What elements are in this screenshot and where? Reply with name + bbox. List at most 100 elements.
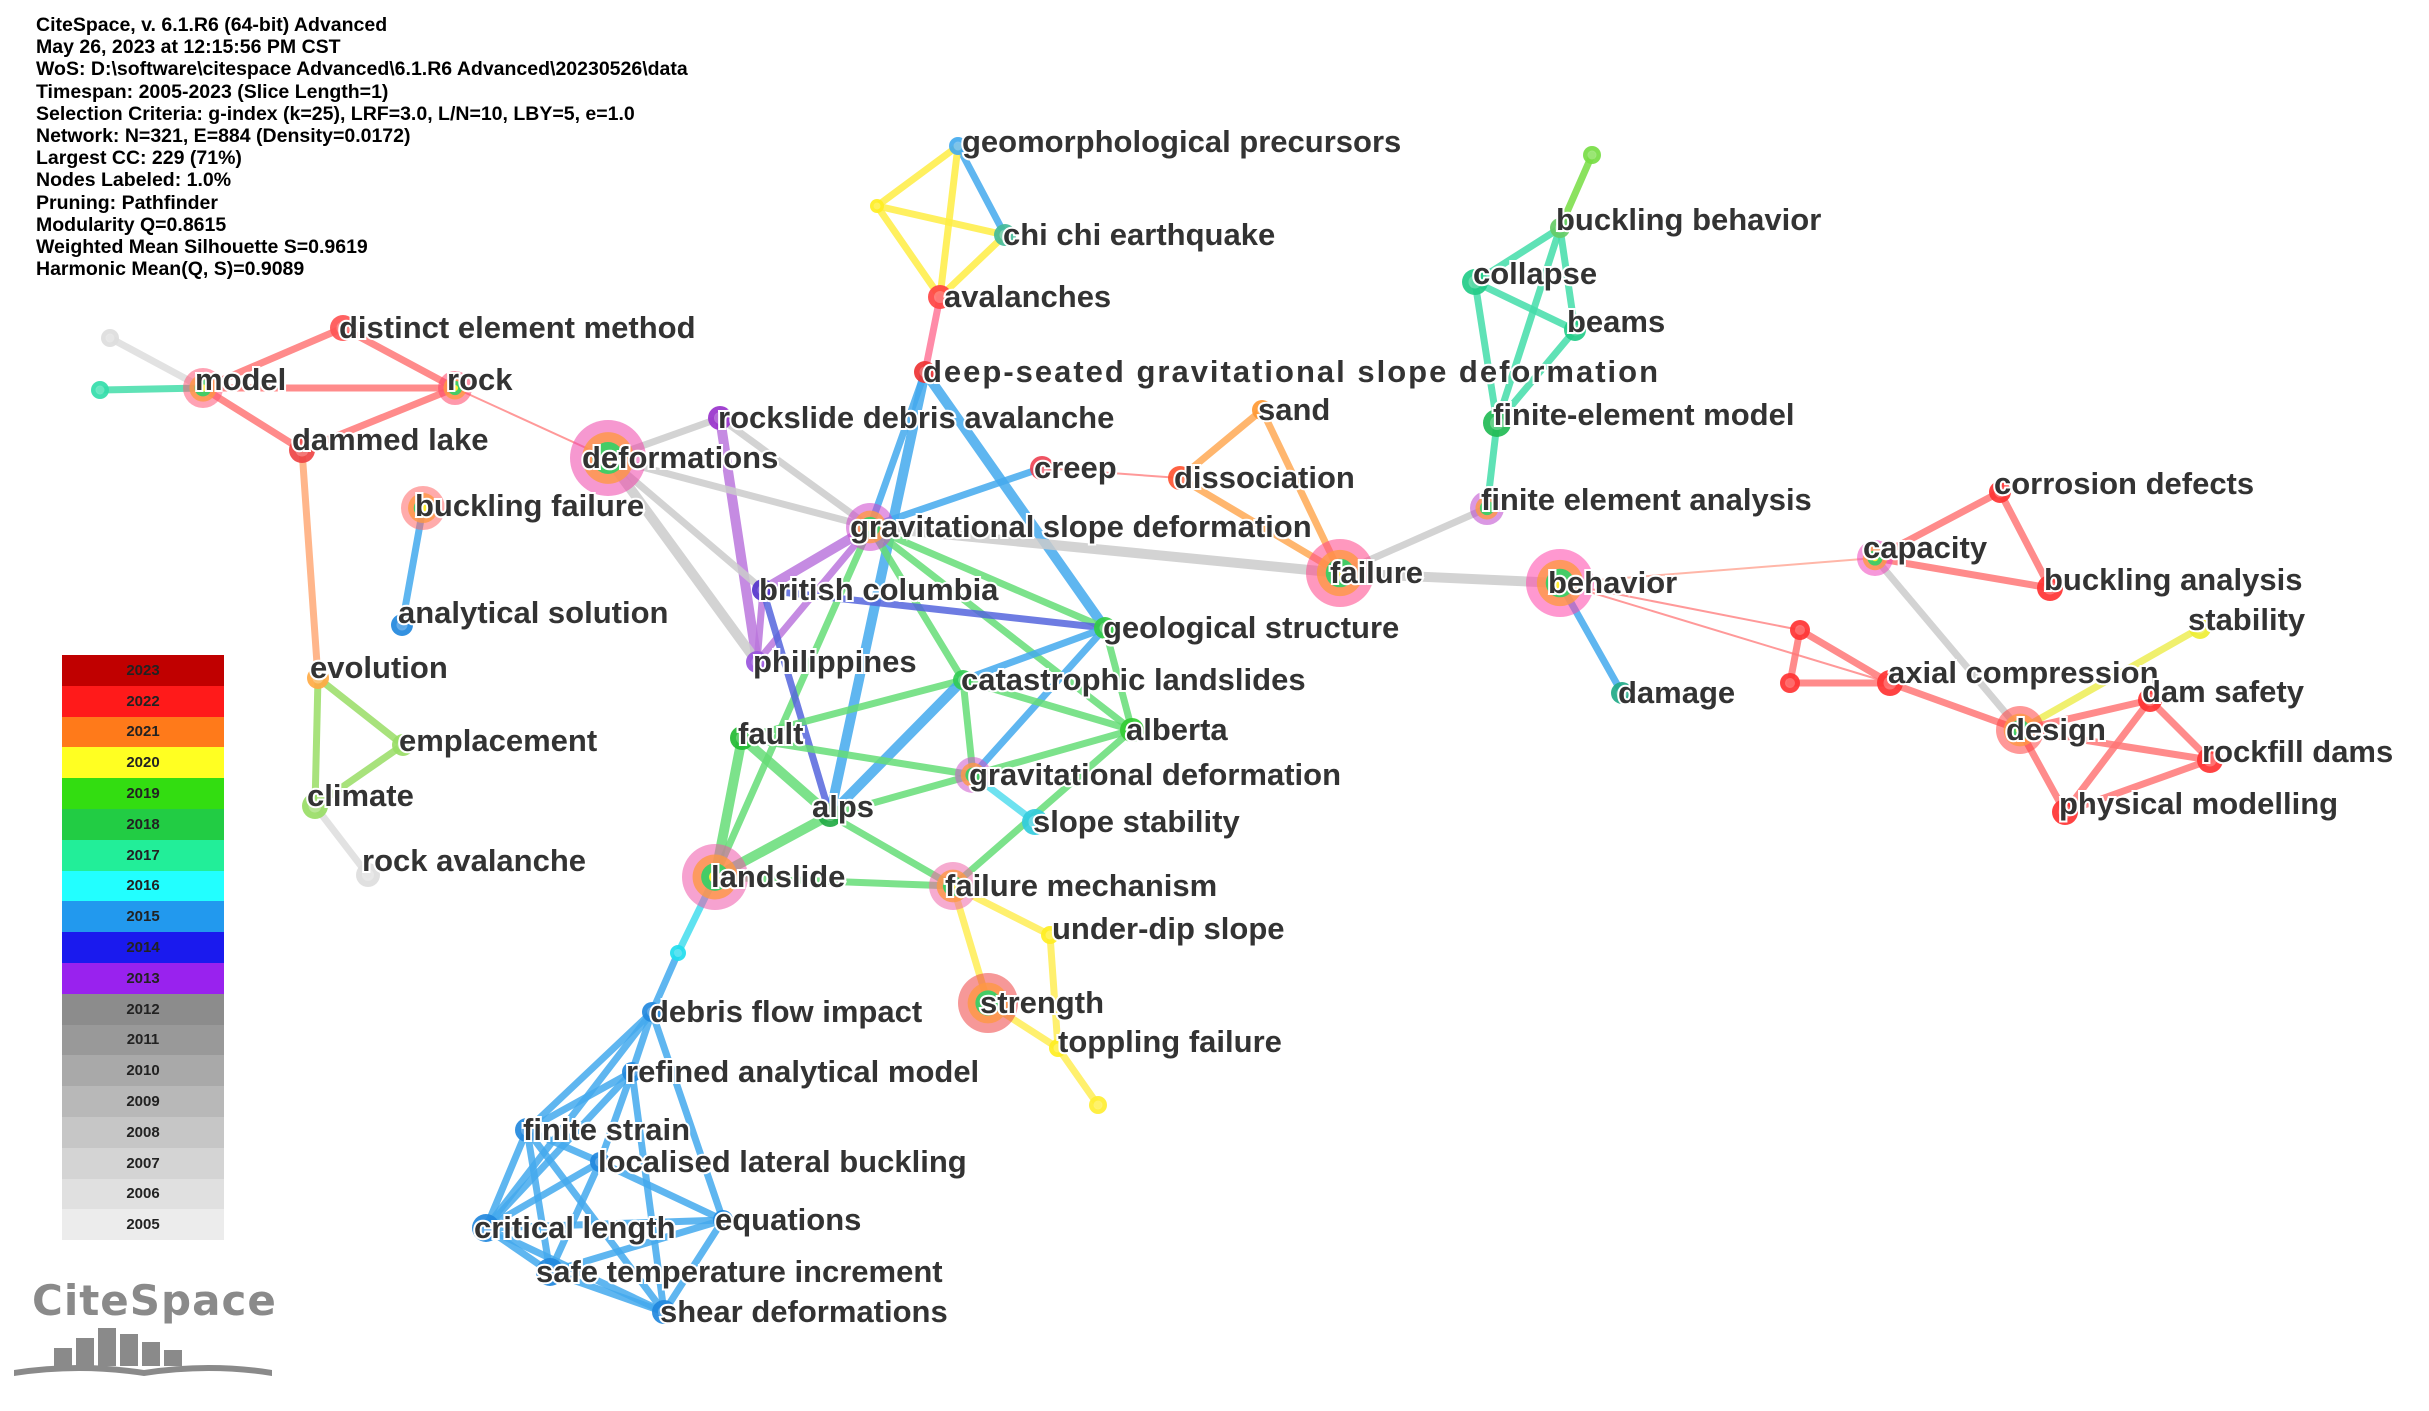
legend-year-2017: 2017: [62, 839, 224, 871]
node-label: analytical solution: [398, 595, 668, 630]
citespace-logo: CiteSpace: [14, 1272, 277, 1392]
network-node: [958, 973, 1018, 1033]
legend-year-2014: 2014: [62, 932, 224, 963]
node-label: finite-element model: [1493, 397, 1794, 432]
network-edge: [759, 586, 834, 819]
network-edge: [603, 453, 762, 667]
network-edge: [1556, 151, 1596, 232]
network-node: [590, 1152, 610, 1172]
info-line: CiteSpace, v. 6.1.R6 (64-bit) Advanced: [36, 14, 388, 36]
network-edge: [1471, 278, 1501, 427]
network-edge: [954, 142, 1009, 239]
network-edge: [969, 726, 1136, 779]
legend-year-2023: 2023: [62, 655, 224, 686]
node-label: rock avalanche: [362, 843, 586, 878]
network-edge: [873, 142, 962, 210]
node-label: shear deformations: [660, 1294, 948, 1329]
network-edge: [1559, 557, 1876, 584]
logo-graphic: [14, 1328, 272, 1376]
network-node: [1996, 706, 2044, 754]
node-label: chi chi earthquake: [1003, 217, 1275, 252]
network-edge: [1871, 554, 2024, 734]
network-edge: [482, 1216, 727, 1232]
network-node: [2197, 747, 2223, 773]
network-node: [515, 1118, 539, 1142]
node-label: corrosion defects: [1994, 466, 2254, 501]
nodes-layer: [91, 137, 2223, 1324]
node-label: buckling failure: [415, 488, 644, 523]
node-label: sand: [1258, 392, 1330, 427]
node-label: alberta: [1126, 712, 1228, 747]
node-label: rockfill dams: [2202, 734, 2393, 769]
network-edge: [298, 384, 459, 454]
network-edge: [949, 726, 1136, 890]
info-line: Weighted Mean Silhouette S=0.9619: [36, 236, 368, 259]
legend-year-2007: 2007: [62, 1147, 224, 1179]
network-edge: [825, 675, 968, 820]
network-edge: [482, 1008, 656, 1232]
node-label: axial compression: [1888, 655, 2159, 690]
node-label: equations: [715, 1202, 861, 1237]
network-edge: [959, 624, 1109, 684]
network-node: [928, 285, 952, 309]
network-edge: [482, 1126, 531, 1232]
network-edge: [628, 1068, 668, 1316]
network-edge: [715, 413, 762, 667]
network-edge: [866, 523, 1136, 734]
node-label: model: [195, 362, 286, 397]
network-edge: [648, 949, 682, 1016]
network-node: [1094, 617, 1116, 639]
network-edge: [1559, 582, 1801, 631]
network-node: [670, 945, 686, 961]
network-node: [1168, 466, 1192, 490]
network-edge: [648, 1008, 727, 1224]
legend-year-2011: 2011: [62, 1024, 224, 1056]
network-edge: [920, 367, 1110, 633]
network-edge: [1556, 224, 1579, 334]
node-label: catastrophic landslides: [961, 662, 1306, 697]
network-node: [1550, 218, 1570, 238]
network-node: [682, 844, 748, 910]
network-edge: [936, 231, 1009, 301]
network-edge: [1046, 931, 1062, 1052]
legend-year-2019: 2019: [62, 778, 224, 809]
legend-year-2015: 2015: [62, 901, 224, 933]
network-node: [746, 651, 768, 673]
logo-text: CiteSpace: [32, 1276, 277, 1325]
network-edge: [1796, 626, 1894, 687]
network-node: [289, 437, 315, 463]
node-label: buckling behavior: [1556, 202, 1821, 237]
network-node: [846, 503, 894, 551]
node-label: rockslide debris avalanche: [718, 400, 1114, 435]
network-edge: [199, 324, 347, 392]
network-edge: [826, 771, 977, 819]
network-edge: [1471, 224, 1564, 286]
legend-year-2005: 2005: [62, 1209, 224, 1241]
network-edge: [311, 674, 322, 810]
node-label: alps: [812, 789, 874, 824]
network-node: [730, 726, 754, 750]
node-label: collapse: [1473, 256, 1597, 291]
network-node: [2138, 688, 2162, 712]
node-label: gravitational deformation: [969, 757, 1341, 792]
network-node: [536, 1258, 564, 1286]
network-edge: [2016, 624, 2204, 734]
network-edge: [737, 733, 835, 820]
node-label: stability: [2188, 602, 2306, 637]
legend-year-2009: 2009: [62, 1086, 224, 1117]
legend-year-2008: 2008: [62, 1116, 224, 1148]
info-line: Largest CC: 229 (71%): [36, 147, 242, 170]
network-node: [391, 614, 413, 636]
legend-year-2010: 2010: [62, 1055, 224, 1087]
node-label: safe temperature increment: [536, 1254, 943, 1289]
node-label: physical modelling: [2059, 786, 2338, 821]
node-label: finite element analysis: [1481, 482, 1812, 517]
legend-year-2013: 2013: [62, 962, 224, 994]
network-node: [1462, 269, 1488, 295]
node-label: avalanches: [944, 279, 1111, 314]
network-edge: [1871, 488, 2004, 562]
network-edge: [660, 1216, 727, 1316]
network-edge: [1471, 278, 1579, 334]
network-edge: [1559, 582, 1891, 684]
